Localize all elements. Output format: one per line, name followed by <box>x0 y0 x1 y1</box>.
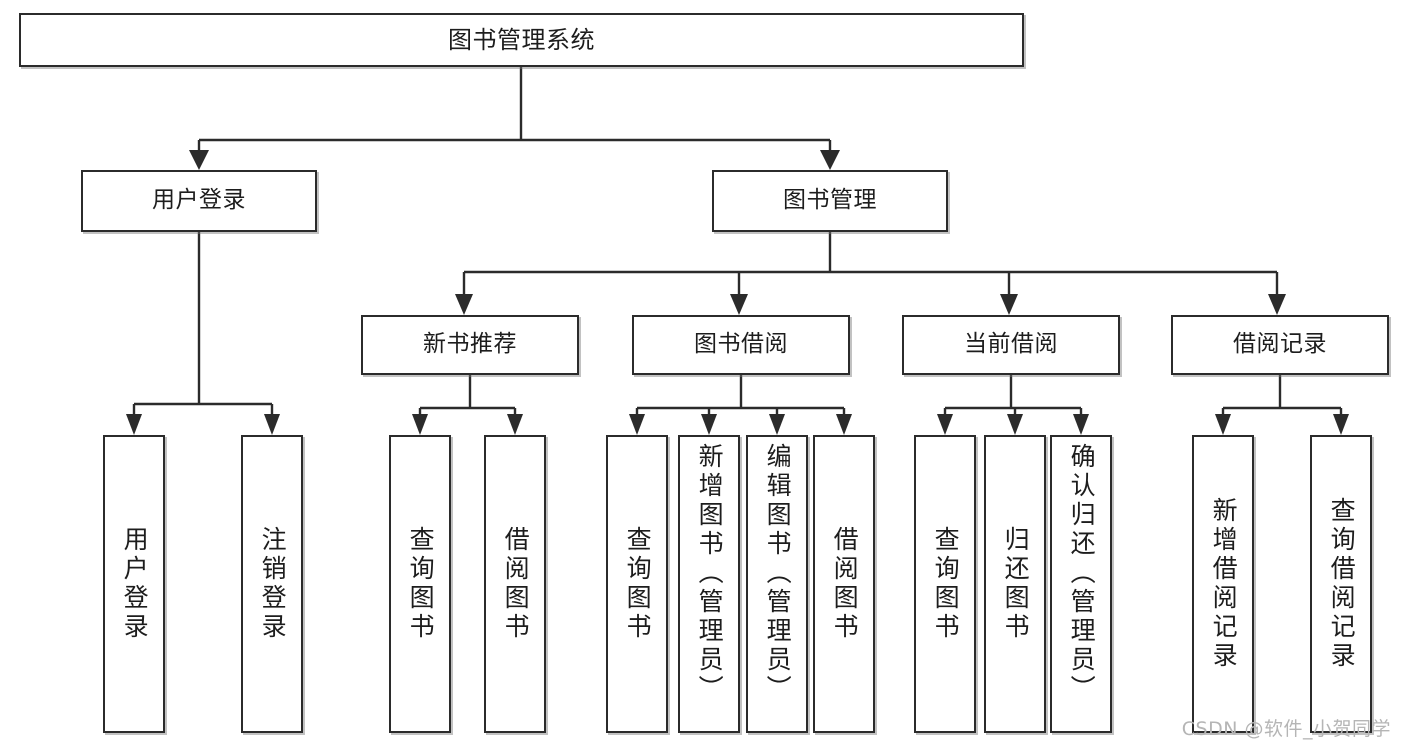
arrowhead-leaf-bb-lend <box>836 414 852 435</box>
node-new-book-recommend-label: 新书推荐 <box>423 331 517 358</box>
leaf-logout-label: 注销登录 <box>258 526 288 642</box>
arrowhead-leaf-bb-query <box>629 414 645 435</box>
node-current-borrow-label: 当前借阅 <box>964 331 1058 358</box>
leaf-logout[interactable]: 注销登录 <box>241 435 303 733</box>
leaf-cb-confirm-return-admin-label: 确认归还（管理员） <box>1067 443 1097 704</box>
arrowhead-leaf-cb-query <box>937 414 953 435</box>
leaf-user-login-label: 用户登录 <box>120 526 150 642</box>
leaf-rec-query-record-label: 查询借阅记录 <box>1327 497 1357 671</box>
node-user-login[interactable]: 用户登录 <box>81 170 317 232</box>
arrowhead-leaf-nb-borrow <box>507 414 523 435</box>
node-book-management[interactable]: 图书管理 <box>712 170 948 232</box>
arrowhead-leaf-rec-query <box>1333 414 1349 435</box>
arrowhead-leaf-cb-return <box>1007 414 1023 435</box>
leaf-nb-borrow-book[interactable]: 借阅图书 <box>484 435 546 733</box>
arrowhead-record <box>1268 294 1286 315</box>
leaf-cb-return-book-label: 归还图书 <box>1001 526 1031 642</box>
node-book-borrow[interactable]: 图书借阅 <box>632 315 850 375</box>
arrowhead-book-mgmt <box>820 150 840 170</box>
leaf-nb-query-book[interactable]: 查询图书 <box>389 435 451 733</box>
leaf-cb-confirm-return-admin[interactable]: 确认归还（管理员） <box>1050 435 1112 733</box>
node-root[interactable]: 图书管理系统 <box>19 13 1024 67</box>
leaf-rec-query-record[interactable]: 查询借阅记录 <box>1310 435 1372 733</box>
leaf-nb-borrow-book-label: 借阅图书 <box>501 526 531 642</box>
arrowhead-leaf-bb-edit <box>769 414 785 435</box>
leaf-rec-add-record[interactable]: 新增借阅记录 <box>1192 435 1254 733</box>
arrowhead-leaf-rec-add <box>1215 414 1231 435</box>
node-book-management-label: 图书管理 <box>783 187 877 214</box>
arrowhead-current <box>1000 294 1018 315</box>
node-borrow-record-label: 借阅记录 <box>1233 331 1327 358</box>
leaf-bb-query-book[interactable]: 查询图书 <box>606 435 668 733</box>
leaf-bb-borrow-book-label: 借阅图书 <box>830 526 860 642</box>
arrowhead-leaf-logout <box>264 414 280 435</box>
leaf-cb-return-book[interactable]: 归还图书 <box>984 435 1046 733</box>
node-borrow-record[interactable]: 借阅记录 <box>1171 315 1389 375</box>
arrowhead-borrow <box>730 294 748 315</box>
watermark-text: CSDN @软件_小贺同学 <box>1181 718 1391 740</box>
arrowhead-newbook <box>455 294 473 315</box>
arrowhead-leaf-bb-add <box>701 414 717 435</box>
leaf-bb-edit-book-admin-label: 编辑图书（管理员） <box>763 443 793 704</box>
leaf-nb-query-book-label: 查询图书 <box>406 526 436 642</box>
arrowhead-leaf-cb-confirm <box>1073 414 1089 435</box>
arrowhead-leaf-login <box>126 414 142 435</box>
node-root-label: 图书管理系统 <box>448 25 595 54</box>
leaf-user-login[interactable]: 用户登录 <box>103 435 165 733</box>
node-user-login-label: 用户登录 <box>152 187 246 214</box>
leaf-rec-add-record-label: 新增借阅记录 <box>1209 497 1239 671</box>
node-book-borrow-label: 图书借阅 <box>694 331 788 358</box>
leaf-cb-query-book-label: 查询图书 <box>931 526 961 642</box>
arrowhead-leaf-nb-query <box>412 414 428 435</box>
leaf-cb-query-book[interactable]: 查询图书 <box>914 435 976 733</box>
leaf-bb-add-book-admin-label: 新增图书（管理员） <box>695 443 725 704</box>
node-current-borrow[interactable]: 当前借阅 <box>902 315 1120 375</box>
leaf-bb-add-book-admin[interactable]: 新增图书（管理员） <box>678 435 740 733</box>
node-new-book-recommend[interactable]: 新书推荐 <box>361 315 579 375</box>
leaf-bb-query-book-label: 查询图书 <box>623 526 653 642</box>
arrowhead-user-login <box>189 150 209 170</box>
leaf-bb-borrow-book[interactable]: 借阅图书 <box>813 435 875 733</box>
leaf-bb-edit-book-admin[interactable]: 编辑图书（管理员） <box>746 435 808 733</box>
